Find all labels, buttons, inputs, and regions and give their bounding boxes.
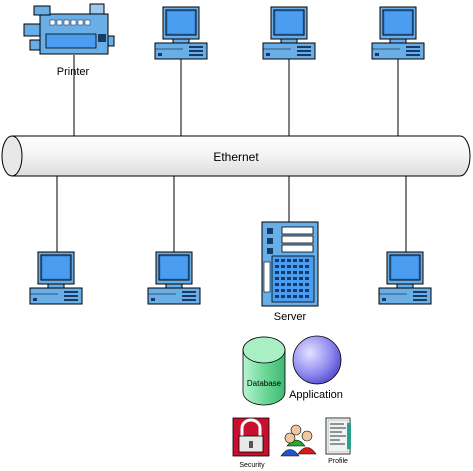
padlock-icon[interactable] <box>232 417 270 457</box>
ethernet-label: Ethernet <box>213 150 259 164</box>
workstation-icon[interactable] <box>29 251 83 305</box>
workstation-icon[interactable] <box>147 251 201 305</box>
application-label: Application <box>289 389 343 401</box>
server-label: Server <box>274 311 307 323</box>
ethernet-bus: Ethernet <box>1 135 471 177</box>
printer-label: Printer <box>57 66 90 78</box>
application-sphere-icon[interactable] <box>292 335 342 385</box>
security-label: Security <box>239 462 265 469</box>
workstation-icon[interactable] <box>378 251 432 305</box>
workstation-icon[interactable] <box>154 6 208 60</box>
workstation-icon[interactable] <box>371 6 425 60</box>
profile-document-icon[interactable] <box>325 417 351 455</box>
database-cylinder-icon[interactable] <box>242 336 286 406</box>
server-tower-icon[interactable] <box>261 221 319 307</box>
workstation-icon[interactable] <box>262 6 316 60</box>
user-group-icon[interactable] <box>280 424 317 457</box>
printer-icon[interactable] <box>23 3 115 55</box>
profile-label: Profile <box>328 458 348 465</box>
database-label: Database <box>247 379 282 388</box>
